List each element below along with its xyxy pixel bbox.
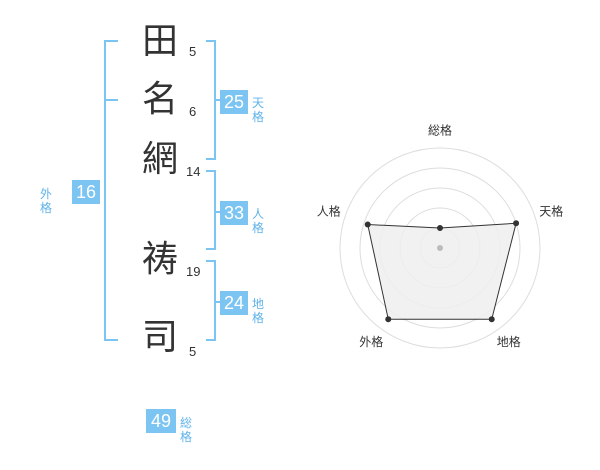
soukaku-value: 49 — [146, 409, 176, 433]
tenkaku-label: 天格 — [252, 96, 265, 124]
radar-point-3 — [488, 316, 495, 323]
gaikaku-label: 外格 — [40, 187, 53, 215]
jinkaku-bracket-link — [214, 211, 220, 213]
gaikaku-bracket — [104, 40, 106, 341]
chikaku-bracket-top — [206, 260, 216, 262]
gaikaku-bracket-bottom — [104, 339, 118, 341]
radar-grid-ring-4 — [359, 167, 521, 329]
stroke-count-2: 6 — [189, 104, 197, 119]
jinkaku-value: 33 — [220, 201, 248, 225]
radar-point-1 — [437, 225, 443, 231]
jinkaku-bracket — [214, 170, 216, 250]
chikaku-label: 地格 — [252, 297, 265, 325]
jinkaku-label: 人格 — [252, 207, 265, 235]
tenkaku-value: 25 — [220, 90, 248, 114]
radar-center-dot — [437, 245, 443, 251]
gaikaku-value: 16 — [72, 180, 100, 204]
radar-axis-label-5: 人格 — [317, 203, 341, 218]
name-char-1: 田 — [141, 21, 178, 62]
radar-point-5 — [364, 221, 371, 228]
radar-axis-label-1: 総格 — [428, 123, 452, 138]
tenkaku-bracket-bottom — [206, 158, 216, 160]
tenkaku-bracket-top — [206, 40, 216, 42]
chikaku-bracket — [214, 260, 216, 341]
radar-area — [367, 222, 517, 320]
name-char-3: 網 — [141, 139, 178, 180]
gaikaku-bracket-top — [104, 40, 118, 42]
jinkaku-bracket-bottom — [206, 248, 216, 250]
radar-point-2 — [513, 220, 520, 227]
radar-grid-ring-5 — [339, 147, 541, 349]
radar-point-4 — [385, 316, 392, 323]
name-char-4: 祷 — [141, 239, 178, 280]
jinkaku-bracket-top — [206, 170, 216, 172]
radar-axis-label-3: 地格 — [497, 334, 521, 349]
tenkaku-bracket-link — [214, 99, 220, 101]
radar-axis-label-2: 天格 — [539, 203, 563, 218]
name-char-2: 名 — [141, 79, 178, 120]
stroke-count-4: 19 — [186, 264, 201, 279]
chikaku-bracket-link — [214, 301, 220, 303]
chikaku-value: 24 — [220, 291, 248, 315]
stroke-count-1: 5 — [189, 44, 197, 59]
chikaku-bracket-bottom — [206, 339, 216, 341]
name-char-5: 司 — [141, 317, 178, 358]
soukaku-label: 総格 — [180, 416, 193, 444]
stroke-count-3: 14 — [186, 164, 201, 179]
gaikaku-bracket-tick — [104, 99, 118, 101]
radar-axis-label-4: 外格 — [359, 334, 383, 349]
stroke-count-5: 5 — [189, 344, 197, 359]
